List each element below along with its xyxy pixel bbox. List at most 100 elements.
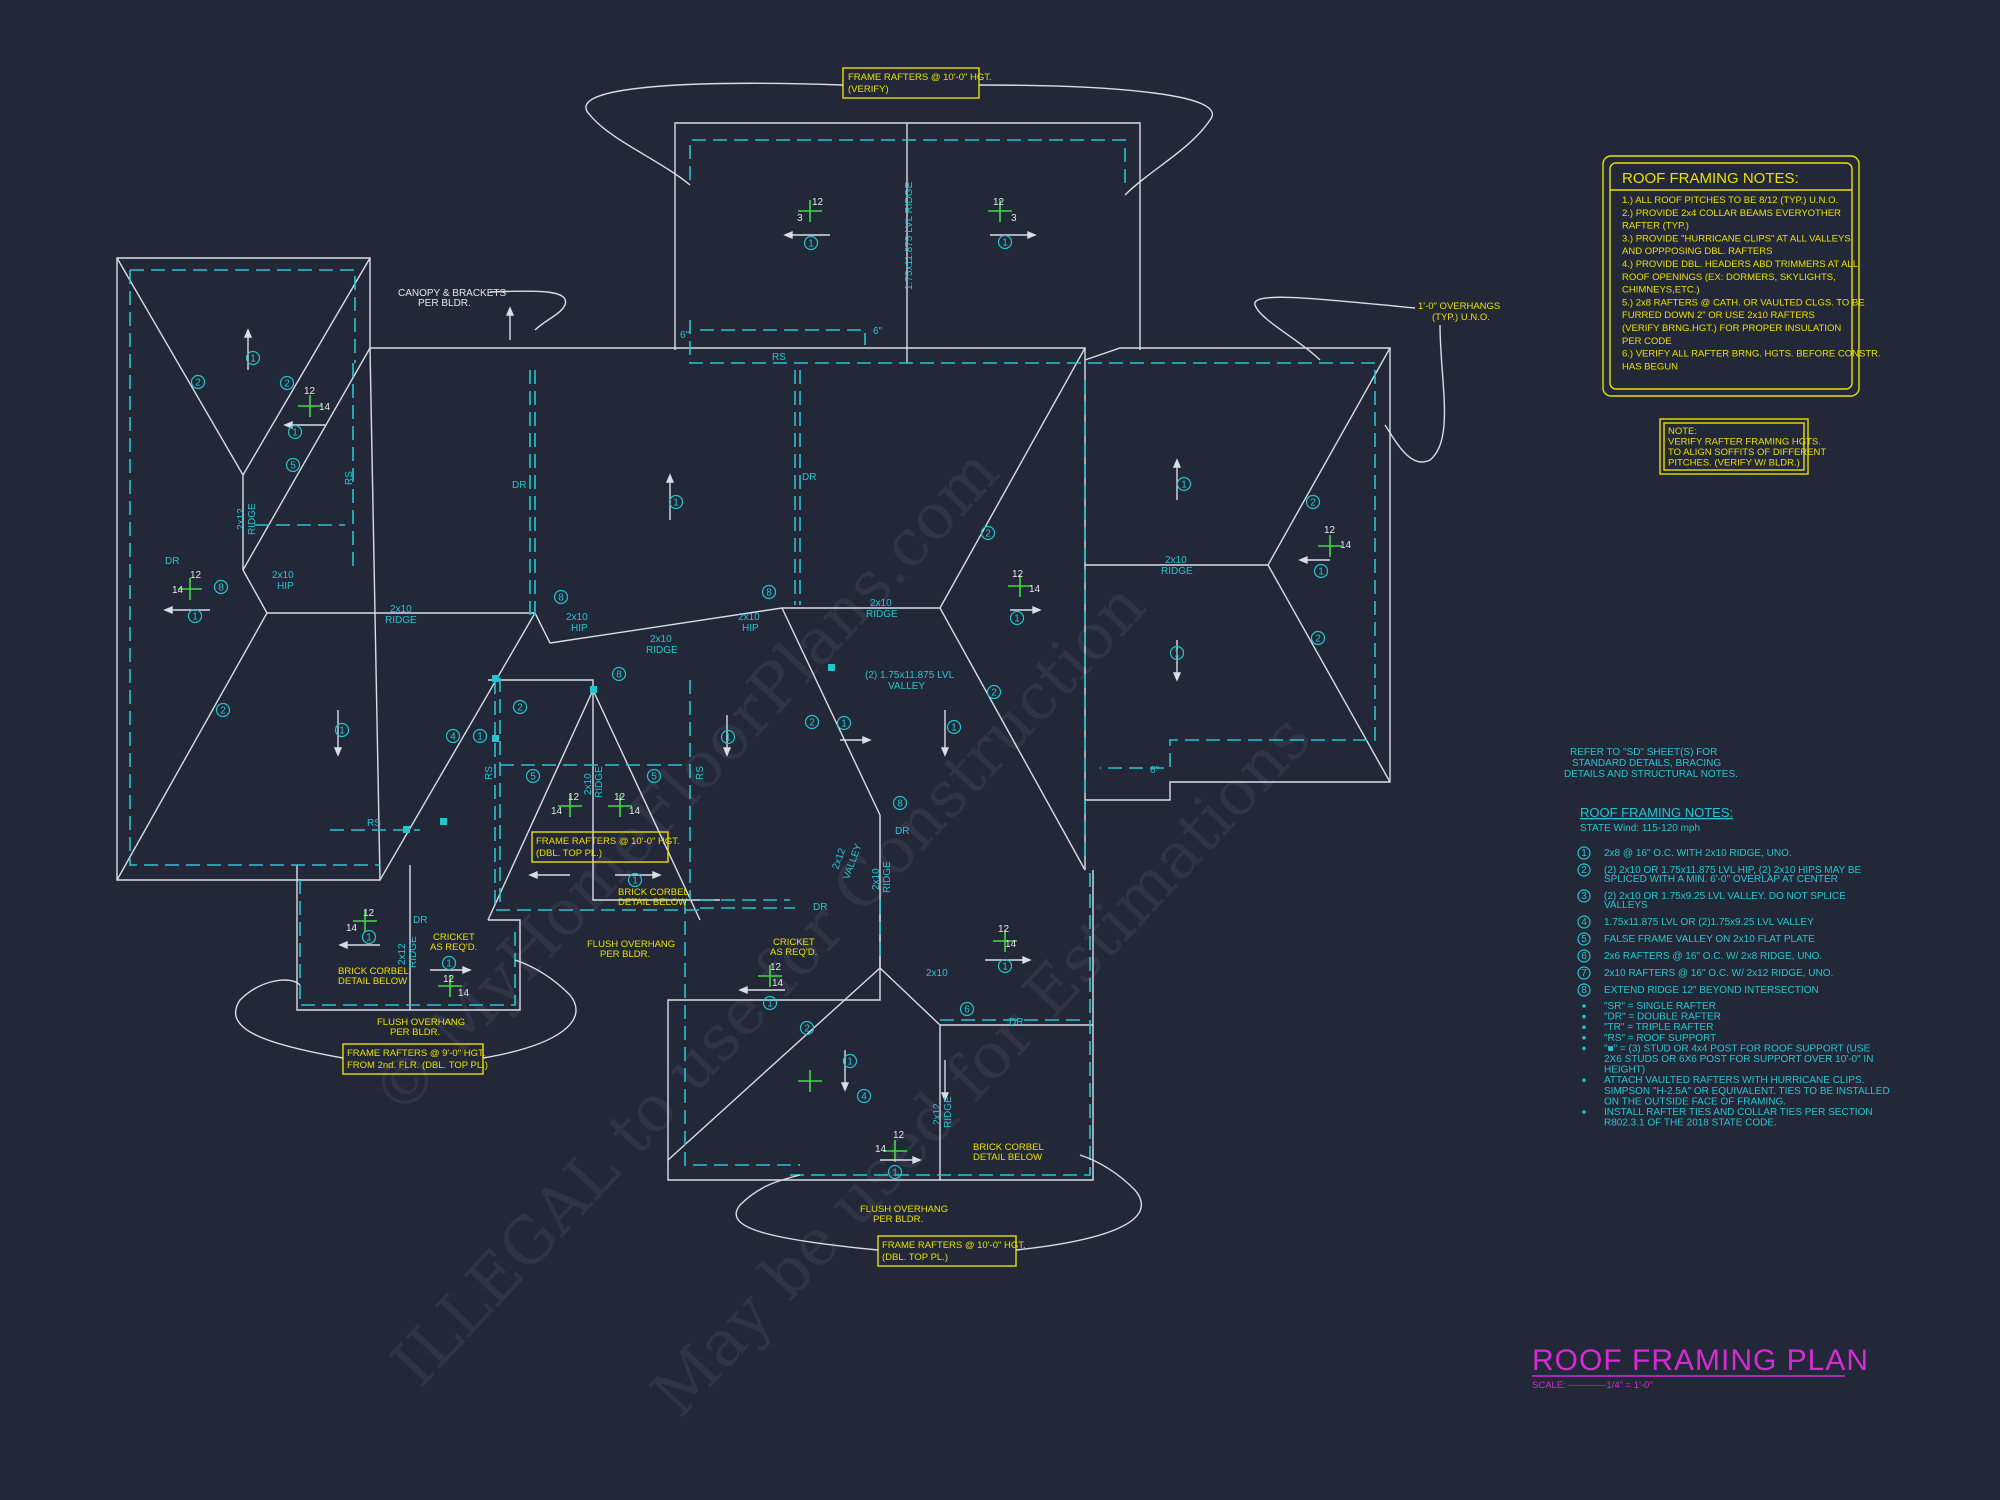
brick-corbel-left-line1: BRICK CORBEL: [338, 966, 409, 977]
canopy-note-line1: CANOPY & BRACKETS: [398, 288, 507, 299]
notes-line: ROOF OPENINGS (EX: DORMERS, SKYLIGHTS,: [1622, 272, 1836, 283]
flush-overhang-bottom-line2: PER BLDR.: [873, 1214, 923, 1225]
key-number-text: 1: [951, 723, 957, 734]
legend-bullet-text: "DR" = DOUBLE RAFTER: [1604, 1012, 1721, 1023]
key-number: 1: [472, 728, 488, 744]
key-number: 1: [946, 719, 962, 735]
key-number-text: 1: [725, 733, 731, 744]
key-number: 2: [1305, 494, 1321, 510]
key-number-text: 8: [558, 593, 564, 604]
frame-rafters-bottom-line1: FRAME RAFTERS @ 10'-0" HGT.: [882, 1240, 1026, 1251]
key-number: 2: [980, 525, 996, 541]
pitch-rise: 12: [998, 924, 1010, 935]
legend-text: FALSE FRAME VALLEY ON 2x10 FLAT PLATE: [1604, 934, 1815, 945]
ridge-label: 2x10: [1165, 555, 1187, 566]
key-number: 2: [804, 714, 820, 730]
six-inch-label: 6": [873, 326, 883, 337]
ridge-label: RIDGE: [1161, 566, 1193, 577]
pitch-rise: 12: [1324, 525, 1336, 536]
ridge-label-vertical: RIDGE: [408, 936, 419, 968]
key-number-text: 1: [847, 1057, 853, 1068]
key-number: 1: [762, 995, 778, 1011]
key-number-text: 1: [250, 354, 256, 365]
key-number-text: 1: [1174, 649, 1180, 660]
pitch-rise: 12: [443, 974, 455, 985]
refer-note-line: REFER TO "SD" SHEET(S) FOR: [1570, 747, 1717, 758]
notes-line: 5.) 2x8 RAFTERS @ CATH. OR VAULTED CLGS.…: [1622, 297, 1865, 308]
notes-line: 4.) PROVIDE DBL. HEADERS ABD TRIMMERS AT…: [1622, 259, 1858, 270]
key-number: 1: [361, 929, 377, 945]
pitch-run: 14: [1340, 540, 1352, 551]
frame-rafters-left-line2: FROM 2nd. FLR. (DBL. TOP PL.): [347, 1060, 488, 1071]
ridge-label-vertical: RIDGE: [882, 861, 893, 893]
notes-line: 6.) VERIFY ALL RAFTER BRNG. HGTS. BEFORE…: [1622, 349, 1881, 360]
legend: ROOF FRAMING NOTES: STATE Wind: 115-120 …: [1577, 805, 1890, 1129]
key-number-text: 1: [1002, 238, 1008, 249]
page-title: ROOF FRAMING PLAN: [1532, 1344, 1869, 1377]
overhang-note-line1: 1'-0" OVERHANGS: [1418, 301, 1500, 312]
legend-text: 2x6 RAFTERS @ 16" O.C. W/ 2x8 RIDGE, UNO…: [1604, 951, 1822, 962]
key-number-text: 1: [841, 719, 847, 730]
key-number: 2: [512, 699, 528, 715]
key-number-text: 1: [292, 428, 298, 439]
legend-bullet-text: "SR" = SINGLE RAFTER: [1604, 1001, 1716, 1012]
legend-number: 7: [1581, 968, 1587, 979]
pitch-rise: 12: [770, 962, 782, 973]
legend-number: 6: [1581, 951, 1587, 962]
legend-number: 4: [1581, 917, 1587, 928]
key-number-text: 2: [517, 703, 523, 714]
ridge-label-vertical: 2x10: [871, 868, 882, 890]
key-number: 1: [287, 424, 303, 440]
callouts: FRAME RAFTERS @ 10'-0" HGT. (VERIFY) FRA…: [234, 67, 1500, 1267]
soffit-note-line: VERIFY RAFTER FRAMING HGTS.: [1668, 437, 1821, 448]
key-number: 1: [720, 729, 736, 745]
ridge-label-vertical: 2x10: [583, 773, 594, 795]
dr-label: DR: [165, 556, 179, 567]
key-number-text: 2: [985, 529, 991, 540]
soffit-note-line: NOTE:: [1668, 426, 1697, 437]
legend-number: 2: [1581, 865, 1587, 876]
key-number: 2: [1310, 630, 1326, 646]
key-number-text: 2: [809, 718, 815, 729]
key-number: 1: [997, 958, 1013, 974]
pitch-rise: 12: [304, 386, 316, 397]
key-number: 8: [553, 589, 569, 605]
brick-corbel-left-line2: DETAIL BELOW: [338, 976, 407, 987]
legend-text: (2) 2x10 OR 1.75x11.875 LVL HIP, (2) 2x1…: [1604, 865, 1861, 876]
pitch-rise: 12: [614, 792, 626, 803]
pitch-symbols: [178, 200, 1342, 1162]
key-number-text: 2: [1315, 634, 1321, 645]
key-number-text: 2: [284, 379, 290, 390]
drawing-scale: SCALE: ------------1/4" = 1'-0": [1532, 1380, 1653, 1391]
brick-corbel-bottom-line2: DETAIL BELOW: [973, 1152, 1042, 1163]
key-number-text: 5: [651, 772, 657, 783]
key-number: 1: [441, 955, 457, 971]
legend-text: VALLEYS: [1604, 900, 1648, 911]
key-number: 1: [187, 608, 203, 624]
key-number-text: 1: [892, 1168, 898, 1179]
legend-text: SPLICED WITH A MIN. 6'-0" OVERLAP AT CEN…: [1604, 874, 1838, 885]
eave-lines: [129, 139, 1376, 1176]
key-number-text: 8: [766, 588, 772, 599]
notes-title: ROOF FRAMING NOTES:: [1622, 170, 1799, 187]
key-number: 1: [887, 1164, 903, 1180]
frame-rafters-top-line1: FRAME RAFTERS @ 10'-0" HGT.: [848, 72, 992, 83]
pitch-run: 14: [772, 978, 784, 989]
cricket-left-line1: CRICKET: [433, 932, 475, 943]
legend-bullet-text: "RS" = ROOF SUPPORT: [1604, 1033, 1716, 1044]
rs-label: RS: [367, 818, 381, 829]
legend-bullet-text: HEIGHT): [1604, 1065, 1645, 1076]
ridge-label: 2x10: [870, 598, 892, 609]
legend-bullet-text: "■" = (3) STUD OR 4x4 POST FOR ROOF SUPP…: [1604, 1043, 1871, 1054]
legend-bullet-text: 2X6 STUDS OR 6X6 POST FOR SUPPORT OVER 1…: [1604, 1054, 1873, 1065]
hip-label: 2x10: [738, 612, 760, 623]
key-number: 2: [279, 375, 295, 391]
ridge-label: RIDGE: [866, 609, 898, 620]
notes-line: 2.) PROVIDE 2x4 COLLAR BEAMS EVERYOTHER: [1622, 208, 1841, 219]
ridge-label: RIDGE: [385, 615, 417, 626]
refer-note-line: DETAILS AND STRUCTURAL NOTES.: [1564, 769, 1738, 780]
key-number: 1: [334, 722, 350, 738]
hip-label: 2x10: [272, 570, 294, 581]
flush-overhang-left-line1: FLUSH OVERHANG: [377, 1017, 465, 1028]
